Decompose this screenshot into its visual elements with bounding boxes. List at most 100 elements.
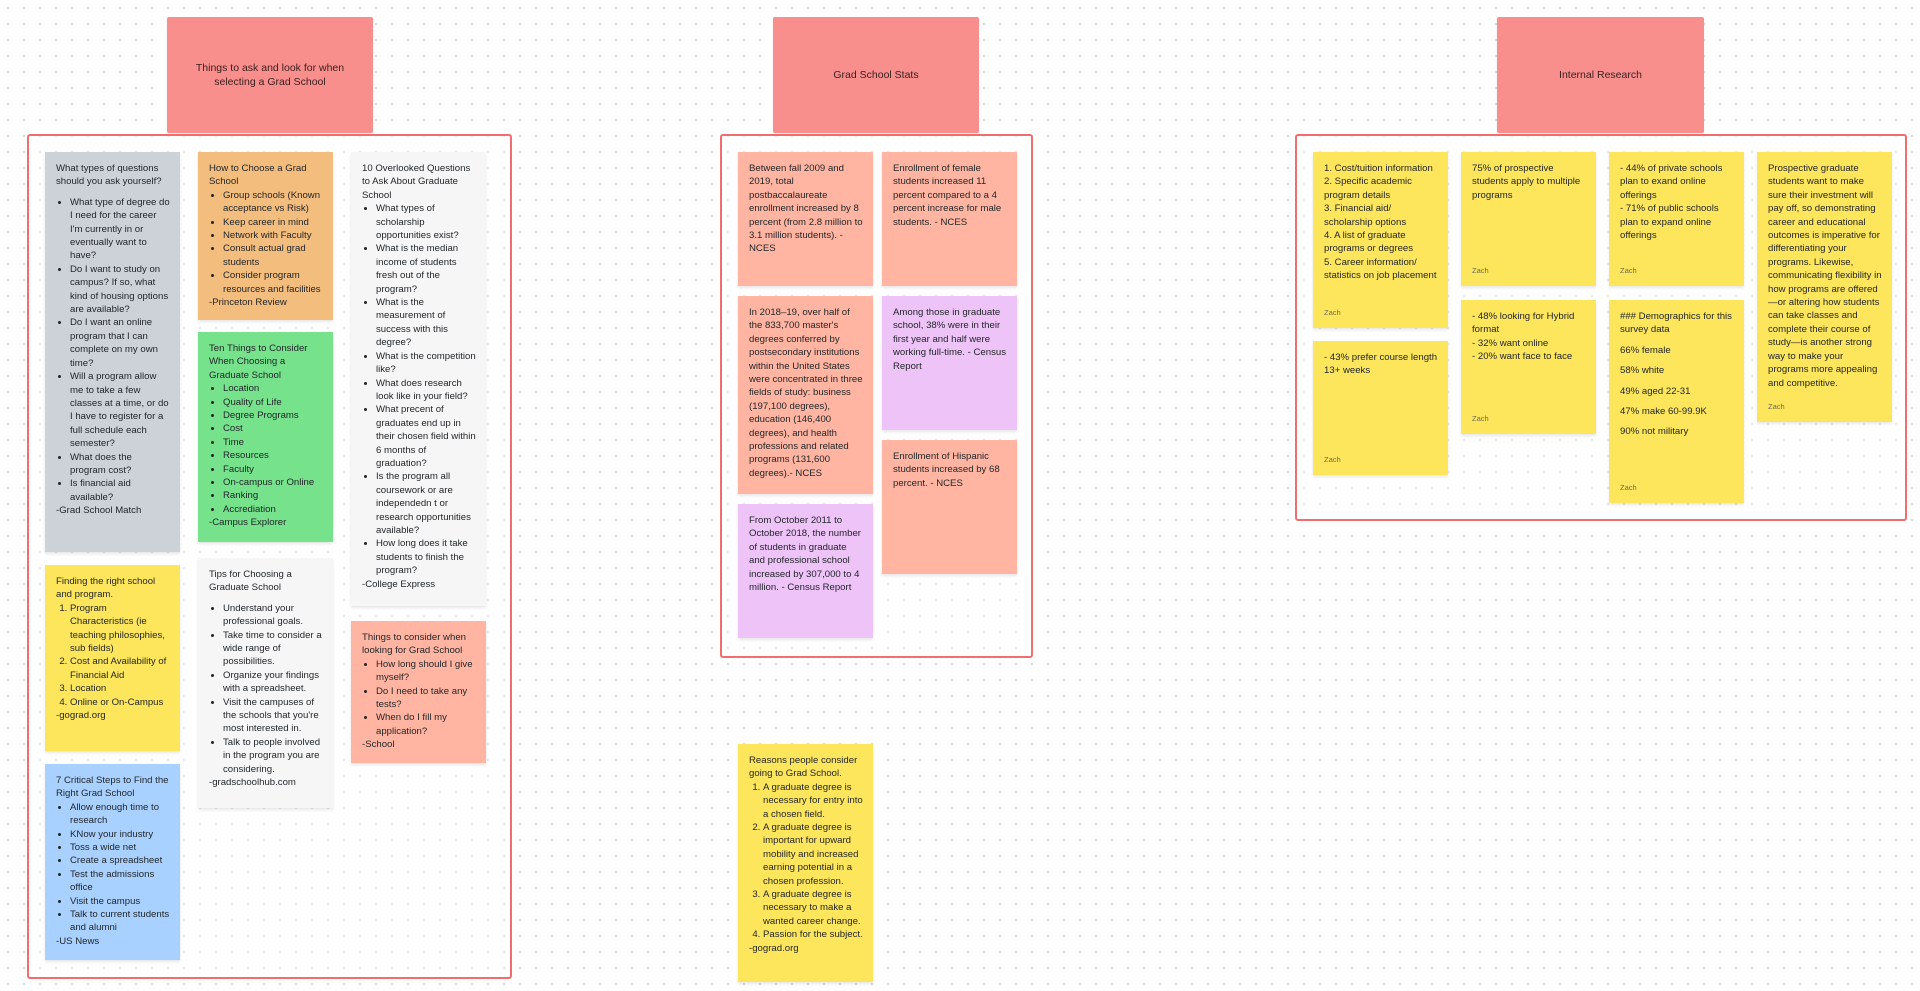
note-author: Zach [1768, 401, 1785, 411]
note-stat-fulltime[interactable]: Among those in graduate school, 38% were… [882, 296, 1017, 430]
note-text: Among those in graduate school, 38% were… [893, 307, 1007, 372]
note-title: 10 Overlooked Questions to Ask About Gra… [362, 163, 471, 201]
note-title: Things to consider when looking for Grad… [362, 632, 466, 657]
demo-line: 58% white [1620, 365, 1665, 377]
list-item: Passion for the subject. [763, 928, 863, 941]
note-text: 1. Cost/tuition information 2. Specific … [1324, 163, 1437, 282]
note-text: - 48% looking for Hybrid format - 32% wa… [1472, 311, 1575, 363]
header-label: Things to ask and look for when selectin… [195, 62, 345, 88]
note-source: -gograd.org [749, 942, 799, 954]
note-title: Reasons people consider going to Grad Sc… [749, 755, 858, 780]
note-text: - 43% prefer course length 13+ weeks [1324, 352, 1438, 377]
note-text: 75% of prospective students apply to mul… [1472, 163, 1581, 201]
note-text: In 2018–19, over half of the 833,700 mas… [749, 307, 863, 479]
note-research-online[interactable]: - 44% of private schools plan to exand o… [1609, 152, 1744, 286]
note-stat-hispanic[interactable]: Enrollment of Hispanic students increase… [882, 440, 1017, 574]
list-item: What does the program cost? [70, 451, 170, 478]
list-item: Location [223, 382, 323, 395]
list-item: Program Characteristics (ie teaching phi… [70, 602, 170, 656]
list-item: A graduate degree is necessary to make a… [763, 888, 863, 928]
note-tips-choosing[interactable]: Tips for Choosing a Graduate School Unde… [198, 558, 333, 808]
note-source: -gradschoolhub.com [209, 777, 296, 789]
note-title: What types of questions should you ask y… [56, 163, 162, 188]
list-item: Organize your findings with a spreadshee… [223, 669, 323, 696]
list-item: When do I fill my application? [376, 711, 476, 738]
note-research-course[interactable]: - 43% prefer course length 13+ weeks Zac… [1313, 341, 1448, 475]
note-ten-things[interactable]: Ten Things to Consider When Choosing a G… [198, 332, 333, 542]
note-finding-right[interactable]: Finding the right school and program. Pr… [45, 565, 180, 751]
list-item: Do I want to study on campus? If so, wha… [70, 263, 170, 317]
list-item: Talk to people involved in the program y… [223, 736, 323, 776]
note-title: Finding the right school and program. [56, 576, 156, 601]
list-item: Keep career in mind [223, 216, 323, 229]
list-item: Group schools (Known acceptance vs Risk) [223, 189, 323, 216]
list-item: Visit the campus [70, 895, 170, 908]
note-author: Zach [1620, 482, 1637, 492]
list-item: Cost [223, 422, 323, 435]
note-how-to-choose[interactable]: How to Choose a Grad School Group school… [198, 152, 333, 320]
note-stat-enrollment-total[interactable]: Between fall 2009 and 2019, total postba… [738, 152, 873, 286]
list-item: Network with Faculty [223, 229, 323, 242]
note-reasons[interactable]: Reasons people consider going to Grad Sc… [738, 744, 873, 982]
note-text: Prospective graduate students want to ma… [1768, 163, 1882, 389]
list-item: Create a spreadsheet [70, 854, 170, 867]
list-item: Understand your professional goals. [223, 602, 323, 629]
note-author: Zach [1620, 265, 1637, 275]
list-item: What is the measurement of success with … [376, 296, 476, 350]
note-stat-census[interactable]: From October 2011 to October 2018, the n… [738, 504, 873, 638]
note-text: Between fall 2009 and 2019, total postba… [749, 163, 863, 255]
list-item: On-campus or Online [223, 476, 323, 489]
note-text: From October 2011 to October 2018, the n… [749, 515, 861, 594]
header-card-stats[interactable]: Grad School Stats [773, 17, 979, 133]
note-source: -gograd.org [56, 710, 106, 722]
list-item: A graduate degree is necessary for entry… [763, 781, 863, 821]
list-item: Do I want an online program that I can c… [70, 316, 170, 370]
list-item: Resources [223, 449, 323, 462]
note-title: Ten Things to Consider When Choosing a G… [209, 343, 308, 381]
note-text: Enrollment of female students increased … [893, 163, 1002, 228]
list-item: What does research look like in your fie… [376, 377, 476, 404]
note-source: -School [362, 739, 395, 751]
list-item: What type of degree do I need for the ca… [70, 196, 170, 263]
note-research-demographics[interactable]: ### Demographics for this survey data 66… [1609, 300, 1744, 503]
list-item: How long should I give myself? [376, 658, 476, 685]
header-card-selecting[interactable]: Things to ask and look for when selectin… [167, 17, 373, 133]
note-author: Zach [1472, 413, 1489, 423]
list-item: Consider program resources and facilitie… [223, 269, 323, 296]
list-item: Location [70, 682, 170, 695]
list-item: Allow enough time to research [70, 801, 170, 828]
list-item: Time [223, 436, 323, 449]
demo-line: 66% female [1620, 344, 1671, 356]
note-research-multiple[interactable]: 75% of prospective students apply to mul… [1461, 152, 1596, 286]
note-research-hybrid[interactable]: - 48% looking for Hybrid format - 32% wa… [1461, 300, 1596, 434]
note-title: 7 Critical Steps to Find the Right Grad … [56, 775, 169, 800]
note-heading: ### Demographics for this survey data [1620, 311, 1732, 336]
note-questions-yourself[interactable]: What types of questions should you ask y… [45, 152, 180, 552]
list-item: Will a program allow me to take a few cl… [70, 370, 170, 450]
list-item: Do I need to take any tests? [376, 685, 476, 712]
list-item: How long does it take students to finish… [376, 537, 476, 577]
list-item: What is the competition like? [376, 350, 476, 377]
note-stat-female[interactable]: Enrollment of female students increased … [882, 152, 1017, 286]
note-things-consider[interactable]: Things to consider when looking for Grad… [351, 621, 486, 763]
list-item: Is financial aid available? [70, 477, 170, 504]
list-item: Cost and Availability of Financial Aid [70, 655, 170, 682]
note-source: -Princeton Review [209, 297, 287, 309]
demo-line: 47% make 60-99.9K [1620, 406, 1707, 418]
note-research-prospective[interactable]: Prospective graduate students want to ma… [1757, 152, 1892, 422]
list-item: Take time to consider a wide range of po… [223, 629, 323, 669]
note-stat-degrees[interactable]: In 2018–19, over half of the 833,700 mas… [738, 296, 873, 494]
note-critical-steps[interactable]: 7 Critical Steps to Find the Right Grad … [45, 764, 180, 960]
header-label: Internal Research [1559, 69, 1642, 81]
header-card-research[interactable]: Internal Research [1497, 17, 1704, 133]
note-author: Zach [1324, 307, 1341, 317]
note-source: -Campus Explorer [209, 517, 287, 529]
list-item: Talk to current students and alumni [70, 908, 170, 935]
demo-line: 90% not military [1620, 426, 1689, 438]
note-overlooked-questions[interactable]: 10 Overlooked Questions to Ask About Gra… [351, 152, 486, 606]
demo-line: 49% aged 22-31 [1620, 385, 1691, 397]
note-research-list[interactable]: 1. Cost/tuition information 2. Specific … [1313, 152, 1448, 328]
list-item: What types of scholarship opportunities … [376, 202, 476, 242]
list-item: Quality of Life [223, 396, 323, 409]
list-item: Visit the campuses of the schools that y… [223, 696, 323, 736]
